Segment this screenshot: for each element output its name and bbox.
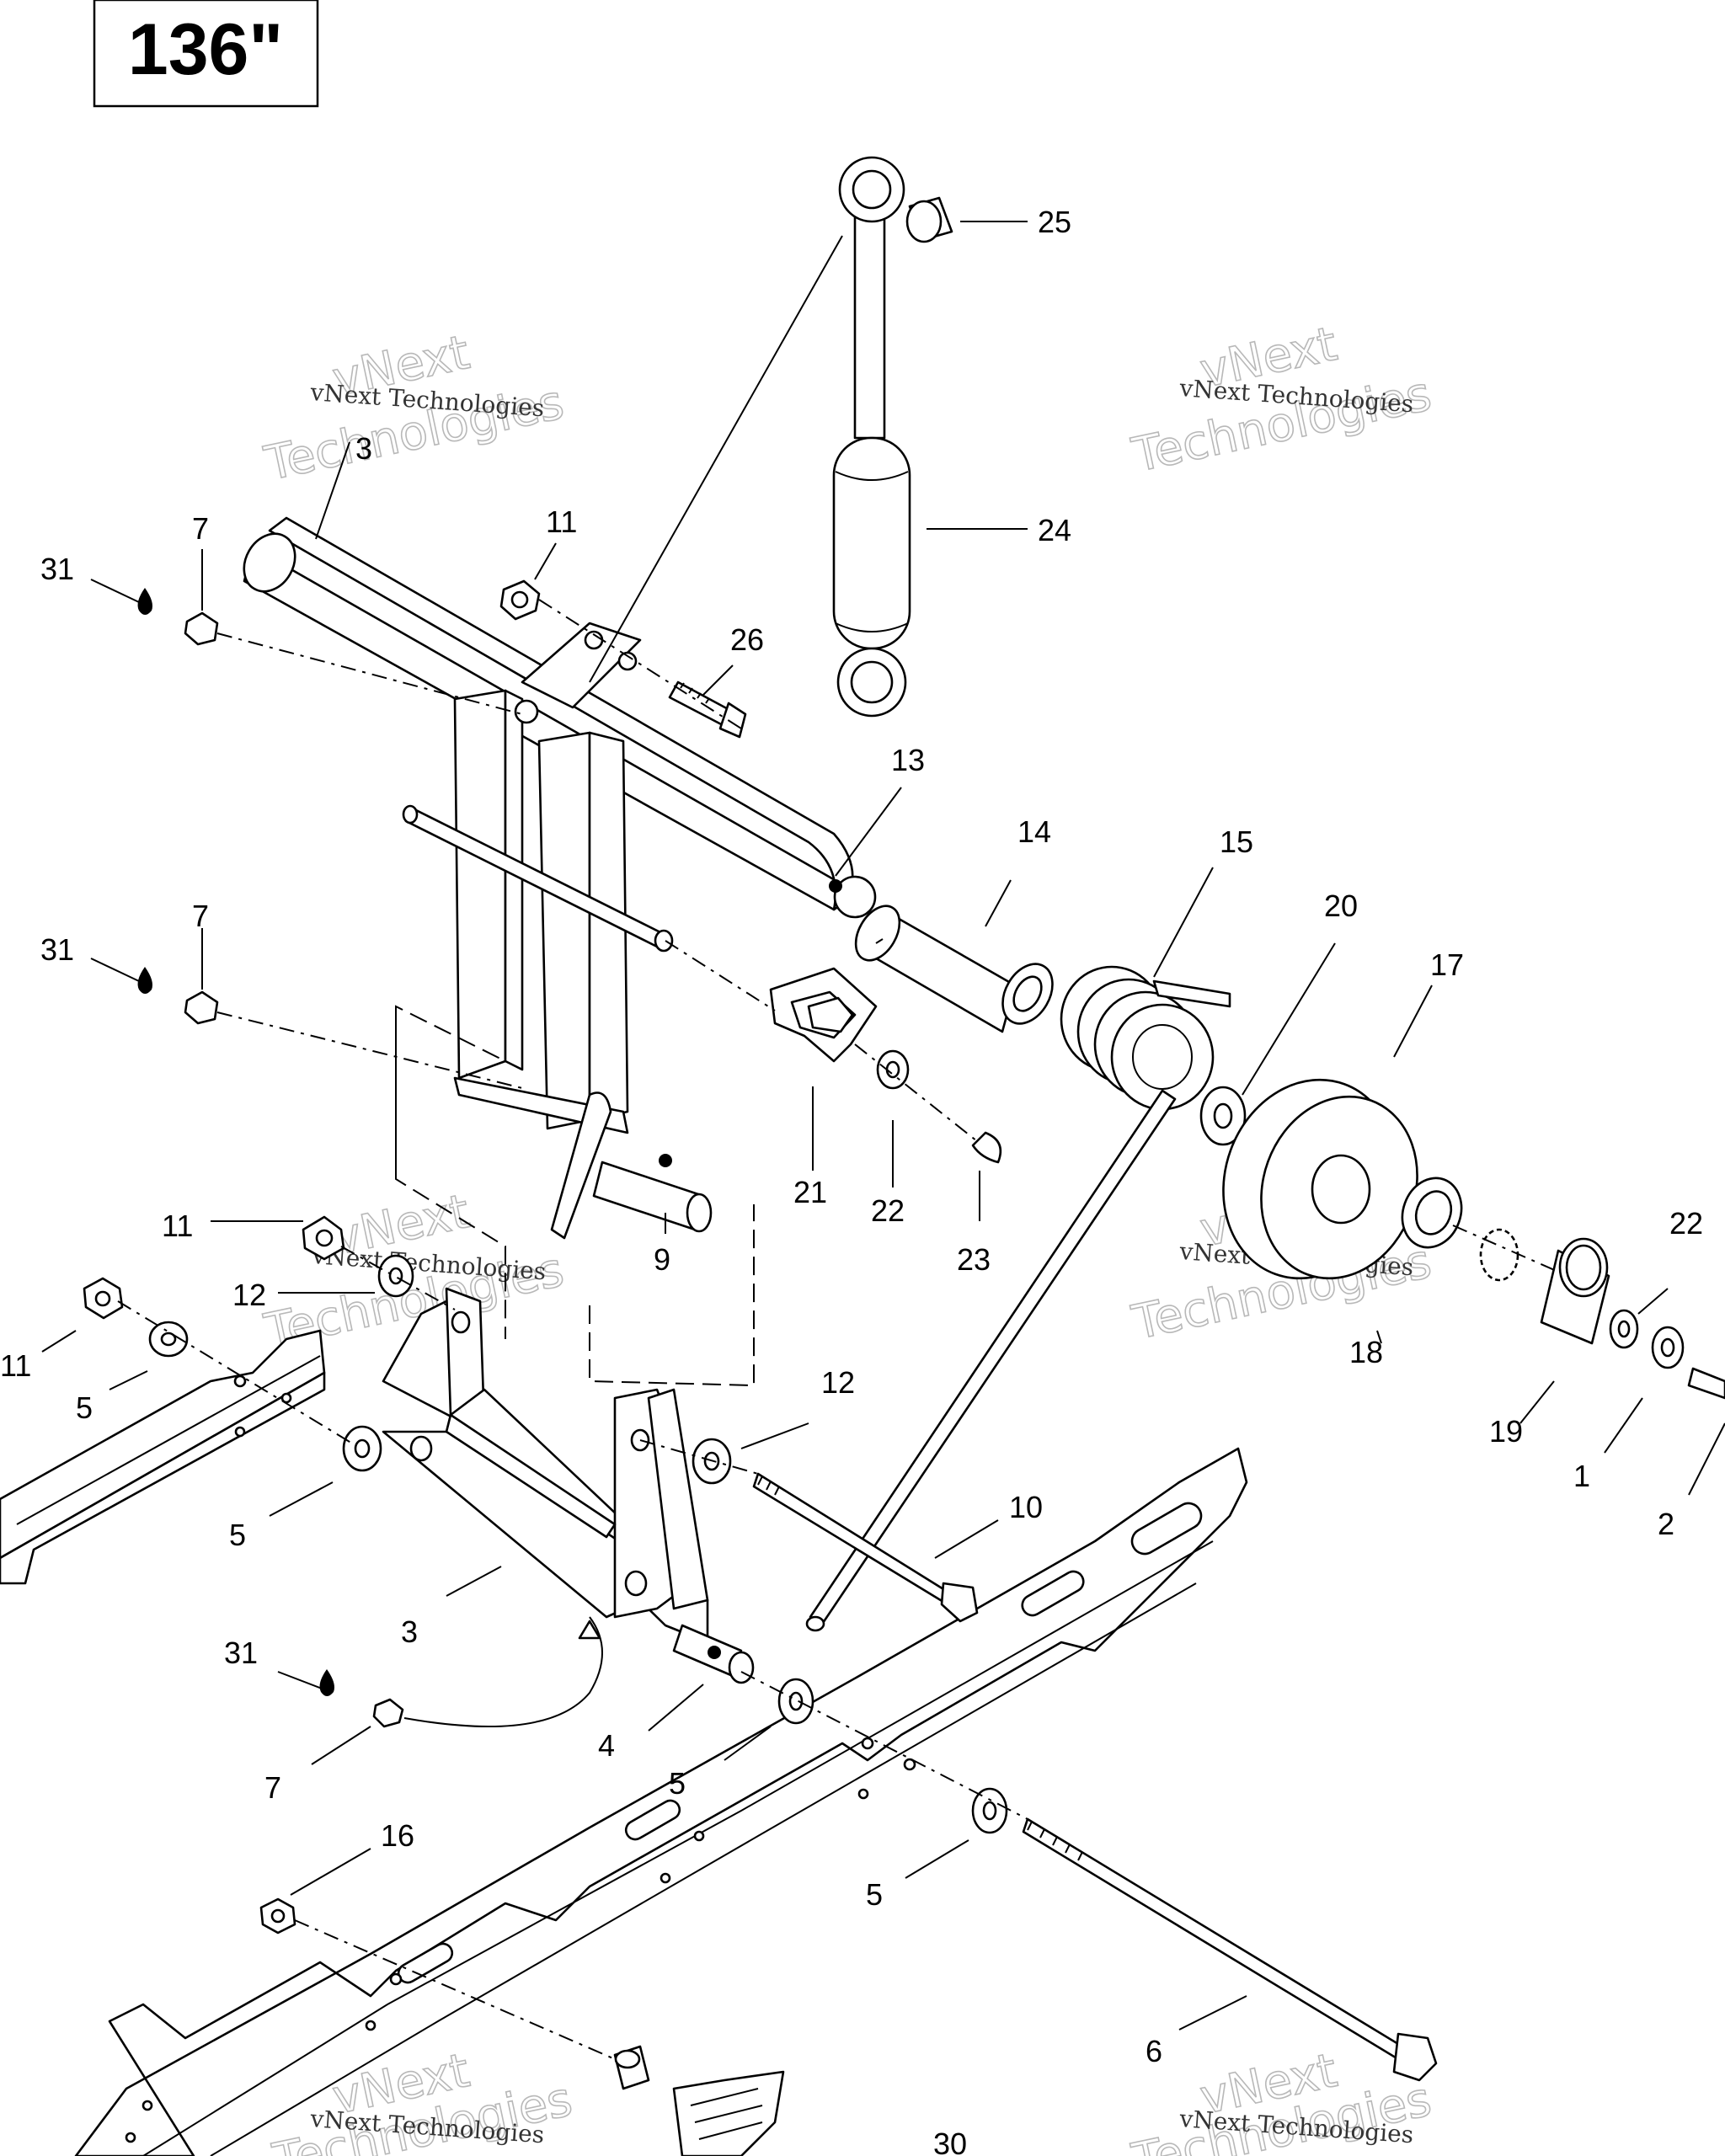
cam-adjuster-21 xyxy=(769,967,878,1063)
washer-22-right xyxy=(1609,1309,1639,1349)
callout-25: 25 xyxy=(1038,205,1071,239)
callout-12-a: 12 xyxy=(232,1278,266,1312)
assembly-lines xyxy=(117,599,1559,2060)
watermark-top-left: vNext Technologies vNext Technologies xyxy=(259,324,569,492)
callout-5-a: 5 xyxy=(76,1390,93,1425)
callout-1: 1 xyxy=(1573,1459,1590,1493)
callout-9: 9 xyxy=(654,1242,670,1277)
rear-arm-frame xyxy=(453,689,629,1134)
callout-2: 2 xyxy=(1658,1507,1674,1541)
grease-point xyxy=(659,1154,672,1167)
part-30 xyxy=(613,2045,785,2156)
callout-labels: 25 24 3 11 26 7 31 13 14 15 20 17 7 31 2… xyxy=(0,205,1703,2156)
callout-18: 18 xyxy=(1349,1335,1383,1369)
callout-7-c: 7 xyxy=(264,1770,281,1805)
callout-31-c: 31 xyxy=(224,1636,258,1670)
nut-11-b xyxy=(83,1277,124,1320)
bolt-6 xyxy=(1022,1817,1438,2082)
callout-19: 19 xyxy=(1489,1414,1523,1449)
callout-13: 13 xyxy=(891,743,925,777)
callout-14: 14 xyxy=(1017,814,1051,849)
nut-11-a xyxy=(302,1215,345,1261)
page-title: 136" xyxy=(128,9,283,90)
grease-fitting-7-b xyxy=(184,990,219,1025)
callout-5-b: 5 xyxy=(229,1518,246,1552)
grease-drop-icon xyxy=(319,1669,334,1696)
washer-5-c xyxy=(777,1678,814,1725)
washer-22 xyxy=(876,1049,910,1090)
washer-12-a xyxy=(377,1254,414,1298)
grease-fitting-7-a xyxy=(184,611,219,646)
grease-point xyxy=(829,879,842,893)
pivot-arm-9 xyxy=(550,1091,713,1240)
bushing-14 xyxy=(854,905,1054,1033)
idler-wheel-17 xyxy=(1222,1078,1418,1280)
shock-absorber xyxy=(832,156,911,718)
nut-16 xyxy=(259,1897,296,1935)
callout-4: 4 xyxy=(598,1728,615,1763)
callout-7-b: 7 xyxy=(192,899,209,933)
lower-arm-3 xyxy=(382,1287,755,1684)
title-box: 136" xyxy=(93,0,319,108)
torsion-spring-15 xyxy=(805,965,1231,1632)
washer-20 xyxy=(1199,1086,1247,1146)
callout-15: 15 xyxy=(1220,825,1253,859)
washer-1 xyxy=(1651,1326,1685,1369)
watermark-bottom-left: vNext Technologies vNext Technologies xyxy=(268,2042,578,2156)
callout-5-c: 5 xyxy=(669,1766,686,1801)
circlip-23 xyxy=(971,1131,1002,1164)
callout-6: 6 xyxy=(1146,2034,1162,2068)
callout-7-a: 7 xyxy=(192,511,209,546)
grease-point xyxy=(708,1646,721,1659)
nut-11-top xyxy=(499,579,541,621)
slide-rail-left xyxy=(0,1329,326,1585)
slide-rail-right xyxy=(74,1447,1248,2156)
bushing-25 xyxy=(905,196,953,243)
callout-21: 21 xyxy=(793,1175,827,1209)
washer-5-b xyxy=(342,1425,382,1472)
upper-rod xyxy=(402,804,674,953)
washer-5-a xyxy=(148,1321,189,1358)
callout-24: 24 xyxy=(1038,513,1071,547)
grease-fitting-7-c xyxy=(372,1698,404,1728)
grease-drop-icon xyxy=(137,967,152,994)
callout-16: 16 xyxy=(381,1818,414,1853)
callout-3: 3 xyxy=(401,1614,418,1649)
watermark-top-right: vNext Technologies vNext Technologies xyxy=(1127,316,1437,483)
callout-10: 10 xyxy=(1009,1490,1043,1524)
callout-11-top: 11 xyxy=(546,504,577,539)
bolt-2 xyxy=(1687,1367,1725,1400)
callout-22-b: 22 xyxy=(1669,1206,1703,1241)
callout-23: 23 xyxy=(957,1242,991,1277)
callout-31-b: 31 xyxy=(40,932,74,967)
callout-20: 20 xyxy=(1324,889,1358,923)
callout-17: 17 xyxy=(1430,947,1464,982)
callout-5-d: 5 xyxy=(866,1877,883,1912)
leader-lines xyxy=(41,221,1725,2031)
washer-5-d xyxy=(971,1787,1008,1834)
callout-11-b: 11 xyxy=(0,1348,31,1383)
cross-shaft-8 xyxy=(243,516,877,919)
spacer-19 xyxy=(1540,1237,1610,1345)
bolt-10 xyxy=(752,1472,979,1623)
callout-26: 26 xyxy=(730,622,764,657)
watermark-bottom-right: vNext Technologies vNext Technologies xyxy=(1127,2042,1437,2156)
callout-31-a: 31 xyxy=(40,552,74,586)
callout-22-a: 22 xyxy=(871,1193,905,1228)
callout-30: 30 xyxy=(933,2127,967,2156)
grease-drop-icon xyxy=(137,588,152,615)
assembly-outline xyxy=(395,1005,755,1387)
callout-12-b: 12 xyxy=(821,1365,855,1400)
callout-11-a: 11 xyxy=(162,1209,193,1243)
callout-8: 3 xyxy=(355,431,372,466)
